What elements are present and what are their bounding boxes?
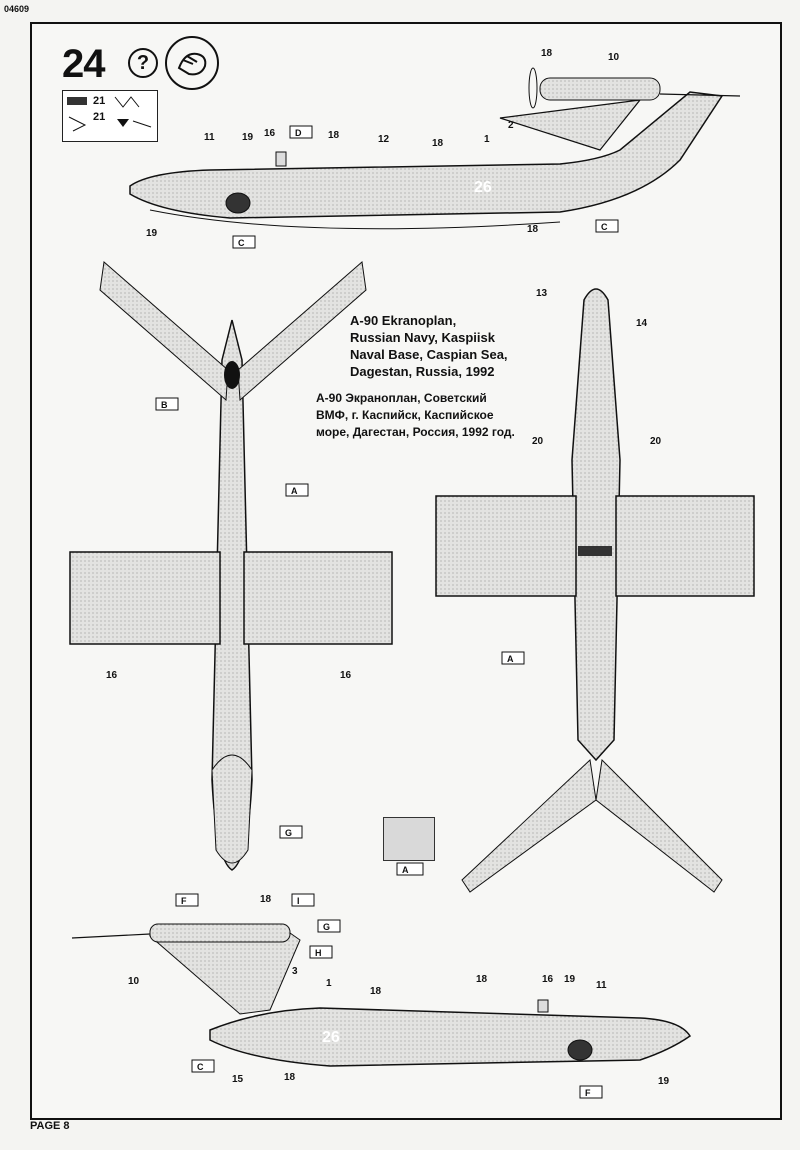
callout-19-low: 19 xyxy=(564,974,576,985)
callout-2: 2 xyxy=(508,120,514,131)
callout-11: 11 xyxy=(204,132,215,143)
tag-G2: G xyxy=(323,922,330,932)
callout-16: 16 xyxy=(264,128,276,139)
tag-C2: C xyxy=(601,222,608,232)
tag-C: C xyxy=(238,238,245,248)
callout-18-low: 18 xyxy=(260,894,272,905)
color-swatch xyxy=(383,817,435,861)
callout-12: 12 xyxy=(378,134,390,145)
callout-18d: 18 xyxy=(527,224,539,235)
callout-1: 1 xyxy=(484,134,490,145)
swatch-tag: A xyxy=(396,862,424,876)
tag-B: B xyxy=(161,400,168,410)
decal-number-bottom: 21 xyxy=(93,111,106,123)
callout-13: 13 xyxy=(536,288,548,299)
tag-G: G xyxy=(285,828,292,838)
tag-F: F xyxy=(181,896,187,906)
top-view xyxy=(69,261,393,871)
callout-16-left: 16 xyxy=(106,670,118,681)
decal-sheet-icon: 21 21 xyxy=(62,90,158,142)
page-number: PAGE 8 xyxy=(30,1120,70,1132)
bottom-view xyxy=(435,288,755,893)
callout-18: 18 xyxy=(328,130,340,141)
callout-18-right: 18 xyxy=(476,974,488,985)
tag-D: D xyxy=(295,128,302,138)
callout-20-right: 20 xyxy=(650,436,662,447)
callout-11-low: 11 xyxy=(596,980,607,991)
decal-hand-icon xyxy=(177,52,207,76)
step-number: 24 xyxy=(62,42,105,86)
callout-19: 19 xyxy=(242,132,254,143)
callout-1-low: 1 xyxy=(326,978,332,989)
callout-10: 10 xyxy=(608,52,620,63)
decal-application-icon xyxy=(165,36,219,90)
tag-C3: C xyxy=(197,1062,204,1072)
hull-number-top: 26 xyxy=(474,179,492,196)
callout-18-mid: 18 xyxy=(370,986,382,997)
caption-english: A-90 Ekranoplan, Russian Navy, Kaspiisk … xyxy=(350,313,508,379)
svg-text:A: A xyxy=(402,865,409,875)
callout-16-right: 16 xyxy=(340,670,352,681)
side-view-left xyxy=(129,67,741,230)
tag-A: A xyxy=(291,486,298,496)
caption-russian: А-90 Экраноплан, Советский ВМФ, г. Каспи… xyxy=(316,391,515,439)
tag-A2: A xyxy=(507,654,514,664)
callout-18-bot: 18 xyxy=(284,1072,296,1083)
hull-number-bottom: 26 xyxy=(322,1029,340,1046)
callout-18b: 18 xyxy=(432,138,444,149)
callout-20-left: 20 xyxy=(532,436,544,447)
callout-10-low: 10 xyxy=(128,976,140,987)
decal-number-top: 21 xyxy=(93,95,106,107)
tag-H: H xyxy=(315,948,322,958)
tag-F2: F xyxy=(585,1088,591,1098)
tag-I: I xyxy=(297,896,300,906)
callout-18c: 18 xyxy=(541,48,553,59)
callout-15: 15 xyxy=(232,1074,244,1085)
help-icon: ? xyxy=(128,48,158,78)
callout-16-low: 16 xyxy=(542,974,554,985)
callout-19b: 19 xyxy=(146,228,158,239)
instruction-code: 04609 xyxy=(4,4,30,14)
side-view-right xyxy=(71,923,692,1067)
decal-shapes xyxy=(67,96,152,132)
callout-3: 3 xyxy=(292,966,298,977)
callout-19-bot: 19 xyxy=(658,1076,670,1087)
callout-14: 14 xyxy=(636,318,648,329)
